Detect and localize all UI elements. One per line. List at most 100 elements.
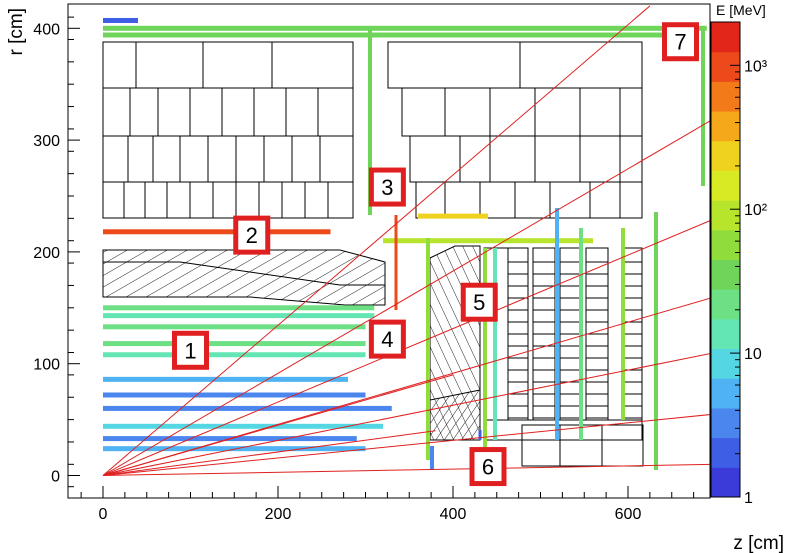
energy-hit-strip — [701, 30, 705, 186]
track-ray — [102, 430, 436, 476]
colorbar-swatch — [711, 140, 740, 171]
energy-hit-strip — [579, 228, 583, 440]
region-label-box — [233, 215, 271, 255]
colorbar-swatch — [711, 378, 740, 409]
forward-calorimeter — [601, 424, 644, 467]
energy-hit-strip — [493, 248, 497, 440]
track-ray — [102, 220, 710, 476]
colorbar-swatch — [711, 22, 740, 53]
energy-hit-strip — [368, 30, 372, 215]
region-labels: 1 2 3 4 5 6 7 — [172, 22, 699, 487]
x-axis-label: z [cm] — [733, 533, 784, 553]
region-label-box — [469, 447, 507, 487]
region-label-text: 4 — [381, 327, 393, 352]
track-ray — [102, 120, 710, 476]
energy-hit-strip — [555, 208, 559, 440]
energy-hit-strip — [394, 215, 398, 310]
y-tick-label: 200 — [33, 245, 60, 262]
x-tick-label: 600 — [615, 506, 642, 523]
track-ray — [102, 463, 710, 476]
colorbar-frame — [710, 21, 741, 498]
region-label-7: 7 — [662, 22, 699, 62]
energy-hits — [103, 17, 707, 470]
y-tick-label: 300 — [33, 133, 60, 150]
region-label-4: 4 — [368, 319, 406, 359]
region-label-box — [172, 330, 209, 370]
barrel-calorimeter — [102, 41, 354, 219]
region-label-text: 2 — [246, 223, 258, 248]
track-ray — [102, 5, 651, 476]
region-label-5: 5 — [460, 282, 498, 322]
y-axis-label: r [cm] — [6, 8, 27, 56]
energy-hit — [103, 405, 392, 411]
colorbar-title: E [MeV] — [716, 2, 766, 18]
energy-hit-strip — [430, 446, 434, 470]
region-label-text: 6 — [482, 455, 494, 480]
region-label-text: 7 — [674, 30, 686, 55]
energy-hit-strip — [478, 430, 482, 440]
region-label-box — [368, 319, 406, 359]
energy-hit — [383, 238, 593, 244]
region-label-box — [662, 22, 699, 62]
plot-frame — [67, 3, 711, 499]
colorbar-swatch — [711, 407, 740, 439]
detector-cell — [483, 419, 643, 441]
energy-hit — [103, 352, 366, 358]
y-tick-label: 0 — [51, 469, 60, 486]
colorbar-tick-label: 10² — [744, 202, 768, 219]
energy-hit-strip — [654, 212, 658, 470]
track-ray — [102, 414, 710, 476]
region-label-3: 3 — [368, 167, 406, 207]
x-tick-label: 400 — [440, 506, 467, 523]
region-label-box — [368, 167, 406, 207]
track-ray — [102, 353, 710, 476]
region-label-1: 1 — [172, 330, 209, 370]
colorbar-swatch — [711, 111, 740, 142]
track-rays — [102, 5, 710, 476]
colorbar-swatch — [711, 229, 740, 260]
x-tick-label: 200 — [265, 506, 292, 523]
energy-hit — [103, 376, 348, 382]
energy-hit-strip — [426, 238, 430, 460]
energy-hit — [103, 32, 663, 38]
energy-hit — [103, 392, 366, 398]
energy-hit — [103, 341, 366, 347]
energy-hit — [103, 423, 383, 429]
region-label-6: 6 — [469, 447, 507, 487]
energy-hit — [103, 229, 331, 235]
colorbar-swatch — [711, 170, 740, 201]
colorbar-swatch — [711, 289, 740, 320]
colorbar: 1 10 10² 10³ — [710, 21, 768, 507]
energy-hit-strip — [483, 248, 487, 460]
region-label-text: 3 — [381, 175, 393, 200]
colorbar-swatch — [711, 259, 740, 290]
energy-hit — [103, 25, 707, 31]
colorbar-swatch — [711, 200, 740, 231]
energy-hit — [103, 324, 366, 330]
x-tick-label: 0 — [99, 506, 108, 523]
energy-hit — [103, 313, 375, 319]
cell-divider — [179, 261, 341, 286]
track-ray — [102, 374, 454, 476]
region-label-box — [460, 282, 498, 322]
energy-hit — [418, 213, 488, 219]
region-label-text: 1 — [184, 338, 196, 363]
colorbar-swatch — [711, 51, 740, 82]
colorbar-swatch — [711, 81, 740, 112]
energy-hit — [103, 305, 375, 311]
y-tick-label: 400 — [33, 21, 60, 38]
colorbar-swatch — [711, 467, 740, 498]
detector-geometry — [102, 41, 644, 467]
colorbar-tick-label: 10 — [744, 346, 762, 363]
y-tick-label: 100 — [33, 357, 60, 374]
region-label-text: 5 — [473, 290, 485, 315]
colorbar-swatch — [711, 318, 740, 350]
region-label-2: 2 — [233, 215, 271, 255]
hatched-barrel — [102, 249, 386, 306]
endcap-calorimeter — [387, 41, 643, 219]
colorbar-tick-label: 10³ — [744, 58, 768, 75]
energy-hit — [103, 17, 138, 23]
colorbar-tick-label: 1 — [744, 490, 753, 507]
axes: 0 200 400 600 0 100 200 300 400 — [33, 16, 695, 523]
